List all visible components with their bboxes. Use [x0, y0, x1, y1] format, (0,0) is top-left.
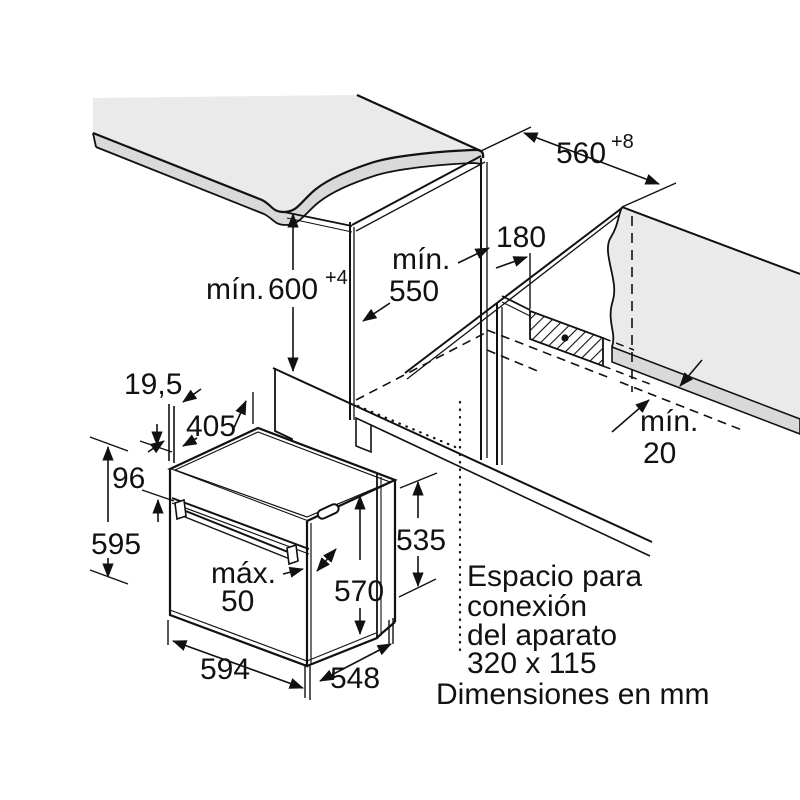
gap-hidden-line: [619, 381, 743, 431]
dim-niche-height-tolerance: +4: [325, 267, 348, 289]
cabinet-top-strip: [611, 345, 800, 435]
handle-end-left: [174, 498, 187, 521]
control-panel-bottom: [171, 497, 310, 550]
dim-wall-gap-label: mín.: [640, 405, 698, 438]
cabinet-floor-front-edge: [272, 367, 653, 543]
dim-casing-depth: 548: [319, 618, 394, 695]
dim-niche-depth-label: mín.: [392, 243, 450, 276]
dimension-line: [172, 640, 304, 689]
connection-note-line3: del aparato: [467, 619, 617, 652]
tick-upper: [89, 436, 129, 452]
countertop-left-cap: [92, 132, 97, 148]
connection-note-line2: conexión: [467, 590, 587, 623]
dimension-line: [319, 643, 392, 682]
dim-niche-height: mín. 600 +4: [206, 213, 348, 372]
rear-wall: [404, 182, 800, 465]
tick-upper: [399, 472, 438, 489]
oven-top-rim: [173, 431, 392, 518]
wall-top-edge: [621, 206, 800, 275]
dim-niche-depth-value: 550: [389, 275, 439, 308]
dim-control-panel-height: 96: [112, 424, 175, 522]
countertop: [92, 93, 485, 226]
tick-lower: [398, 578, 437, 598]
dim-appliance-width-value: 594: [200, 653, 250, 686]
dimension-line: [316, 548, 337, 572]
dim-niche-width: 560 +8: [480, 126, 660, 185]
dim-handle-protrusion-label: máx.: [211, 557, 276, 590]
dim-niche-height-label: mín.: [206, 273, 264, 306]
arrow-lower: [611, 399, 650, 433]
dimension-line: [523, 132, 660, 185]
hidden-base-edge: [486, 349, 541, 373]
leader-left: [182, 434, 198, 447]
connection-hidden-edge-top: [602, 337, 635, 351]
dim-niche-height-value: 600: [268, 273, 318, 306]
right-cabinet-top-edge-inner: [406, 214, 620, 380]
dim-connection-offset: 180: [457, 221, 546, 309]
connection-note: Espacio para conexión del aparato 320 x …: [467, 560, 642, 680]
dim-wall-gap-value: 20: [643, 437, 676, 470]
dim-handle-protrusion: máx. 50: [211, 548, 337, 618]
arrow-left: [457, 247, 490, 264]
dim-casing-height-value: 535: [396, 524, 446, 557]
connection-lead-edge: [501, 295, 531, 311]
wall-face: [607, 207, 800, 419]
dim-niche-width-tolerance: +8: [611, 131, 634, 153]
handle-end-right: [286, 543, 299, 566]
niche-top-edge-inner: [355, 161, 486, 232]
dim-appliance-total-height-value: 595: [91, 528, 141, 561]
plinth-foot: [355, 416, 372, 454]
extension-line-wall: [621, 182, 677, 208]
leader-right: [232, 400, 247, 431]
leader-upper: [182, 388, 202, 403]
connection-note-line1: Espacio para: [467, 560, 642, 593]
connection-note-line4: 320 x 115: [467, 647, 597, 680]
dim-connection-offset-value: 180: [496, 221, 546, 254]
dim-body-height: 570: [334, 495, 384, 635]
dim-control-panel-height-value: 96: [112, 462, 145, 495]
countertop-back-edge: [356, 93, 482, 153]
tick-lower: [141, 489, 175, 502]
tick-upper: [139, 440, 173, 453]
side-grip-hole: [316, 503, 340, 520]
dim-fascia-overhang-value: 19,5: [124, 368, 182, 401]
dim-appliance-total-height: 595: [89, 436, 141, 585]
dim-niche-depth: mín. 550: [362, 243, 450, 322]
tick-lower: [89, 569, 129, 585]
leader-line: [362, 302, 391, 322]
cabinet-bottom-front-edge: [370, 424, 651, 557]
hidden-floor-edge-width: [486, 329, 611, 379]
connection-point-dot: [561, 334, 569, 342]
arrow-right: [495, 256, 528, 269]
arrow-upper: [679, 359, 703, 387]
dim-niche-width-value: 560: [556, 137, 606, 170]
niche-top-edge: [351, 155, 482, 226]
dim-top-rear-depth-value: 405: [186, 410, 236, 443]
oven-bottom-rear-edge: [306, 621, 396, 668]
handle-bar-bottom: [179, 514, 296, 562]
connection-area: [501, 295, 651, 385]
leader-line: [282, 566, 304, 578]
handle-bar-top: [177, 507, 294, 555]
connection-lead-edge-inner: [501, 301, 531, 317]
right-cabinet-top-edge: [404, 207, 623, 374]
units-note: Dimensiones en mm: [436, 678, 709, 711]
hidden-floor-edge-depth: [355, 331, 488, 401]
dim-body-height-value: 570: [334, 575, 384, 608]
wall-torn-edge: [607, 206, 623, 348]
dim-fascia-overhang: 19,5: [124, 368, 202, 463]
dim-handle-protrusion-value: 50: [221, 585, 254, 618]
dim-wall-gap: mín. 20: [611, 359, 703, 470]
countertop-top-face: [93, 95, 481, 212]
extension-line: [480, 126, 532, 152]
control-panel-bottom-inner: [171, 502, 310, 555]
dim-appliance-width: 594: [167, 620, 311, 700]
dim-casing-height: 535: [396, 472, 446, 598]
oven: [167, 392, 398, 668]
countertop-strip-lower-edge: [95, 146, 483, 226]
dim-casing-depth-value: 548: [330, 662, 380, 695]
dim-top-rear-depth: 405: [182, 400, 247, 447]
